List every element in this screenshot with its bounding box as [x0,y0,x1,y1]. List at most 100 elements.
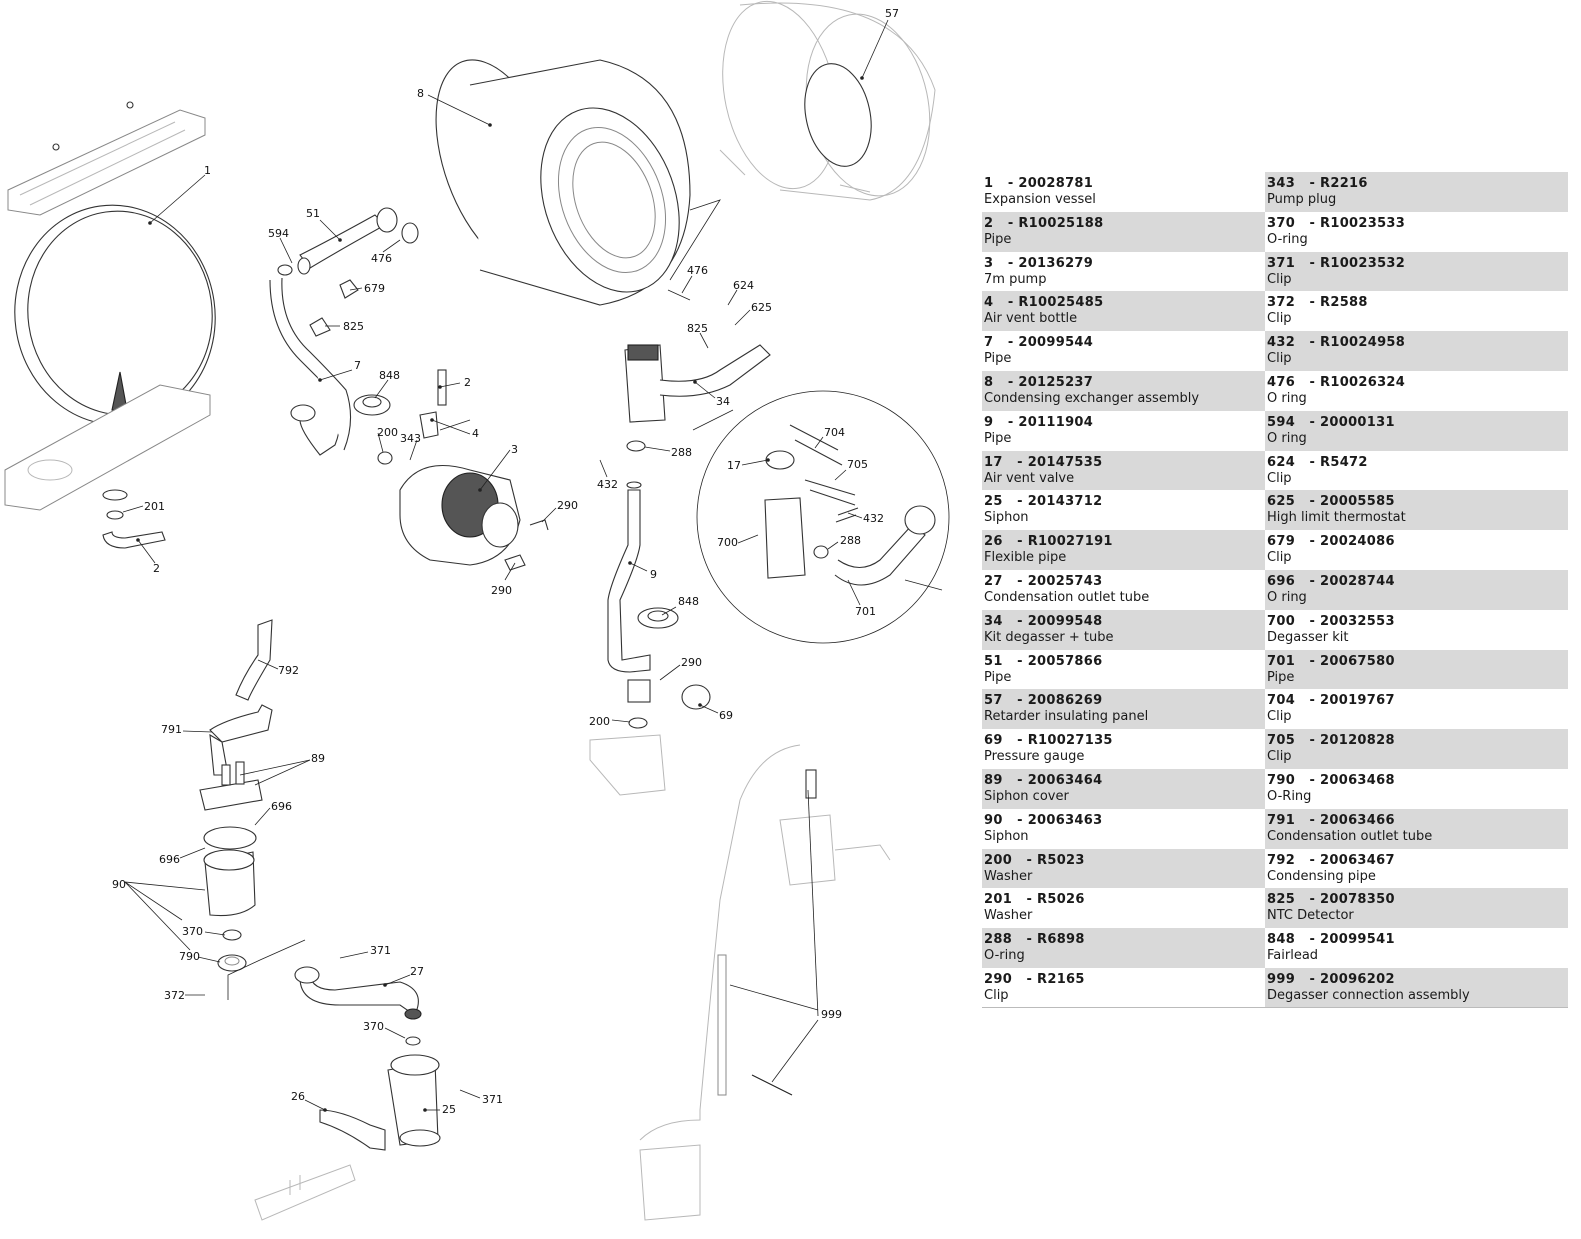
siphon-group [199,619,273,972]
part-description: Pipe [1267,669,1295,685]
callout-4: 4 [472,427,479,440]
part-code: 372 - R2588 [1267,295,1368,311]
callout-825-right: 825 [687,322,708,335]
part-code: 370 - R10023533 [1267,215,1406,231]
part-code: 200 - R5023 [984,852,1085,868]
part-description: Clip [1267,709,1292,725]
degasser-detail-circle [692,390,950,644]
callout-476-left: 476 [371,252,392,265]
part-code: 290 - R2165 [984,971,1085,987]
part-code: 26 - R10027191 [984,534,1113,550]
callout-288-detail: 288 [840,534,861,547]
part-code: 89 - 20063464 [984,772,1103,788]
callout-371-top: 371 [370,944,391,957]
connection-assembly-ghost [639,744,891,1221]
part-description: Clip [1267,749,1292,765]
part-description: Pipe [984,430,1012,446]
part-code: 4 - R10025485 [984,295,1104,311]
callout-792: 792 [278,664,299,677]
part-description: Condensation outlet tube [984,589,1150,605]
part-description: O ring [1267,390,1307,406]
callout-476-right: 476 [687,264,708,277]
part-code: 371 - R10023532 [1267,255,1406,271]
part-code: 1 - 20028781 [984,176,1094,191]
callout-9: 9 [650,568,657,581]
part-description: Flexible pipe [984,550,1067,566]
part-code: 69 - R10027135 [984,733,1113,749]
part-code: 701 - 20067580 [1267,653,1395,669]
connector-lines [227,199,721,1000]
part-description: Degasser kit [1267,629,1349,645]
part-description: Clip [1267,351,1292,367]
callout-370-siphon: 370 [182,925,203,938]
part-code: 343 - R2216 [1267,176,1368,191]
callout-791: 791 [161,723,182,736]
callout-27: 27 [410,965,424,978]
part-code: 2 - R10025188 [984,215,1104,231]
exploded-parts-diagram: 1 2 2 3 4 7 8 9 17 25 26 27 34 51 57 69 [4,0,950,1221]
part-code: 17 - 20147535 [984,454,1103,470]
part-code: 705 - 20120828 [1267,733,1395,749]
part-description: O-ring [984,948,1025,964]
part-description: Pipe [984,231,1012,247]
part-code: 288 - R6898 [984,932,1085,948]
part-description: O-ring [1267,231,1308,247]
part-code: 825 - 20078350 [1267,892,1395,908]
part-code: 9 - 20111904 [984,414,1094,430]
part-code: 27 - 20025743 [984,573,1103,589]
callout-1: 1 [204,164,211,177]
callout-288: 288 [671,446,692,459]
part-description: Pipe [984,669,1012,685]
callout-90: 90 [112,878,126,891]
callouts: 1 2 2 3 4 7 8 9 17 25 26 27 34 51 57 69 [112,7,899,1116]
part-code: 201 - R5026 [984,892,1085,908]
part-code: 7 - 20099544 [984,335,1094,351]
part-code: 704 - 20019767 [1267,693,1395,709]
part-code: 790 - 20063468 [1267,772,1395,788]
callout-432-detail: 432 [863,512,884,525]
part-code: 696 - 20028744 [1267,573,1395,589]
callout-594: 594 [268,227,289,240]
part-description: Condensing exchanger assembly [984,390,1200,406]
part-code: 679 - 20024086 [1267,534,1395,550]
part-description: Degasser connection assembly [1267,987,1470,1003]
callout-8: 8 [417,87,424,100]
part-description: Condensation outlet tube [1267,828,1433,844]
part-description: O-Ring [1267,788,1312,804]
callout-700: 700 [717,536,738,549]
callout-26: 26 [291,1090,305,1103]
part-code: 34 - 20099548 [984,613,1103,629]
callout-201: 201 [144,500,165,513]
callout-696-bottom: 696 [159,853,180,866]
callout-701: 701 [855,605,876,618]
